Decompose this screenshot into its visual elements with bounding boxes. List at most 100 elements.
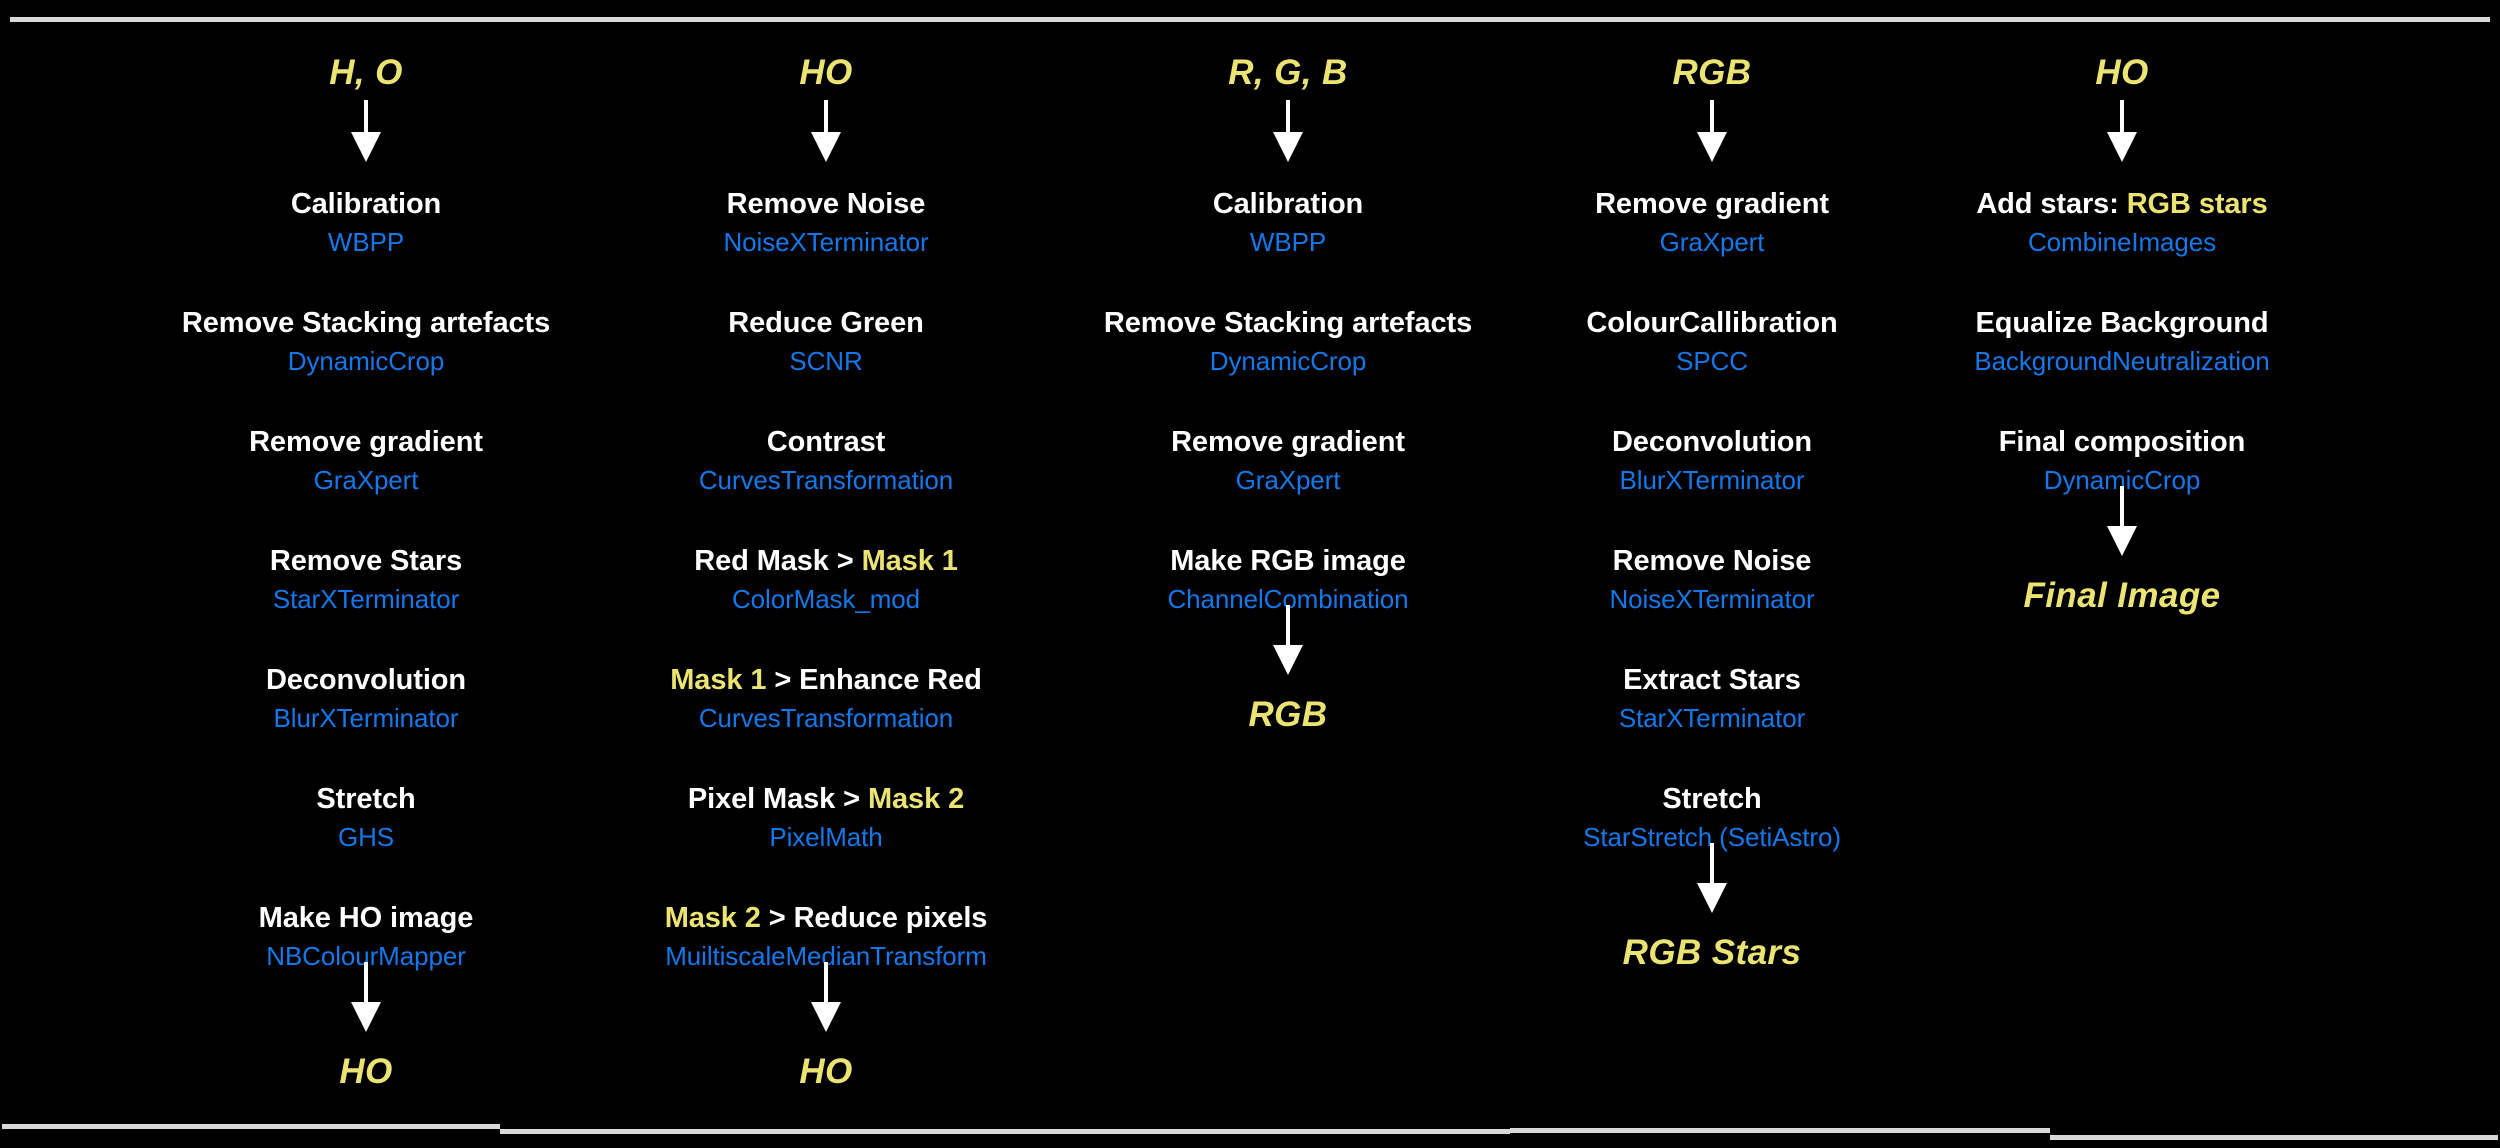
step-tool-name: NoiseXTerminator [1609, 584, 1815, 614]
step-title: Equalize Background [1975, 307, 2269, 339]
step-tool-name: DynamicCrop [1209, 346, 1367, 376]
terminal-label: Final Image [2023, 576, 2221, 615]
step-tool-name: DynamicCrop [287, 346, 445, 376]
step-title-part: Pixel Mask > [687, 783, 868, 815]
step-tool-name: WBPP [1249, 227, 1327, 257]
flow-arrow-down-icon [1892, 486, 2352, 556]
terminal-label: R, G, B [1228, 53, 1348, 92]
step-title: Remove Stars [269, 545, 463, 577]
step-title: Calibration [1212, 188, 1364, 220]
flow-arrow-down-icon [136, 962, 596, 1032]
step-title: Stretch [316, 783, 416, 815]
frame-rule-bottom-far-right [2050, 1135, 2498, 1140]
step-title: Stretch [1662, 783, 1762, 815]
step-tool-name: BlurXTerminator [1619, 465, 1805, 495]
flow-arrow-down-icon [1058, 100, 1518, 162]
step-tool-name: SPCC [1676, 346, 1748, 376]
step-tool-name: CombineImages [2027, 227, 2216, 257]
step-title: Make HO image [258, 902, 474, 934]
step-tool-name: SCNR [789, 346, 863, 376]
step-tool-name: GraXpert [1659, 227, 1765, 257]
frame-rule-bottom-center [500, 1129, 1510, 1134]
step-tool-name: StarXTerminator [272, 584, 460, 614]
step-title: Calibration [290, 188, 442, 220]
terminal-label: HO [799, 1052, 853, 1091]
step-tool-name: GraXpert [313, 465, 419, 495]
step-tool-name: GHS [337, 822, 395, 852]
step-title: Remove gradient [1171, 426, 1405, 458]
step-title: Final composition [1998, 426, 2246, 458]
step-title-part: > Reduce pixels [760, 902, 988, 934]
step-title: Contrast [766, 426, 886, 458]
step-title: Remove Stacking artefacts [181, 307, 551, 339]
step-title-highlight: Mask 1 [861, 545, 958, 577]
step-tool-name: PixelMath [769, 822, 883, 852]
step-title: Mask 1 > Enhance Red [596, 666, 1056, 695]
step-tool-name: GraXpert [1235, 465, 1341, 495]
step-title: Remove Noise [726, 188, 926, 220]
step-title: Deconvolution [1611, 426, 1813, 458]
step-title: Remove gradient [249, 426, 483, 458]
process-step[interactable]: Red Mask > Mask 1 ColorMask_mod [596, 547, 1056, 614]
step-title-highlight: RGB stars [2126, 188, 2268, 220]
flow-arrow-down-icon [1482, 100, 1942, 162]
terminal-label: HO [339, 1052, 393, 1091]
step-title: Reduce Green [728, 307, 924, 339]
step-title-part: > Enhance Red [766, 664, 982, 696]
flow-arrow-down-icon [1482, 843, 1942, 913]
process-step[interactable]: Pixel Mask > Mask 2 PixelMath [596, 785, 1056, 852]
flow-arrow-down-icon [596, 962, 1056, 1032]
step-title-highlight: Mask 1 [670, 664, 767, 696]
frame-rule-bottom-right [1510, 1128, 2050, 1133]
step-tool-name: StarXTerminator [1618, 703, 1806, 733]
step-title-highlight: Mask 2 [664, 902, 761, 934]
step-title: Add stars: RGB stars [1892, 190, 2352, 219]
step-tool-name: ColorMask_mod [732, 584, 920, 614]
terminal-label: RGB [1248, 695, 1328, 734]
terminal-label: HO [799, 53, 853, 92]
step-title: Remove gradient [1595, 188, 1829, 220]
flow-arrow-down-icon [596, 100, 1056, 162]
step-title: Red Mask > Mask 1 [596, 547, 1056, 576]
flow-arrow-down-icon [1058, 605, 1518, 675]
step-title: Mask 2 > Reduce pixels [596, 904, 1056, 933]
step-title-highlight: Mask 2 [867, 783, 965, 815]
terminal-label: HO [2095, 53, 2149, 92]
step-title: Pixel Mask > Mask 2 [596, 785, 1056, 814]
terminal-label: RGB [1672, 53, 1752, 92]
terminal-label: H, O [329, 53, 403, 92]
step-tool-name: WBPP [327, 227, 405, 257]
step-title: Remove Stacking artefacts [1103, 307, 1473, 339]
step-tool-name: CurvesTransformation [698, 465, 954, 495]
terminal-label: RGB Stars [1622, 933, 1802, 972]
flow-arrow-down-icon [1892, 100, 2352, 162]
flow-arrow-down-icon [136, 100, 596, 162]
frame-rule-bottom-left [2, 1124, 500, 1129]
